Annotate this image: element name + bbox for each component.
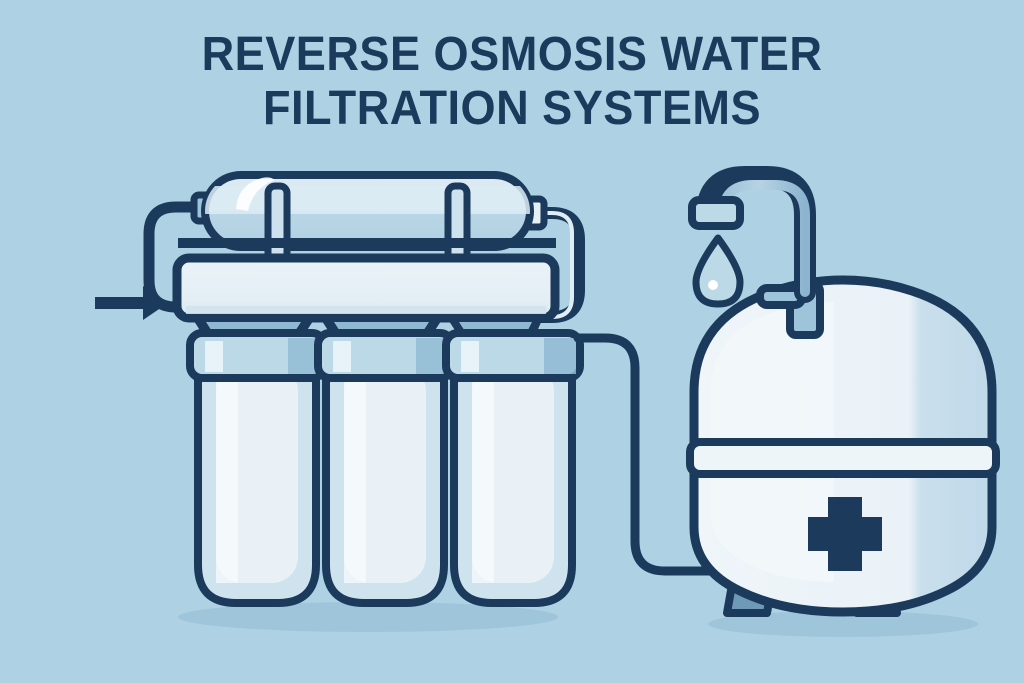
filter-canister-3[interactable] — [442, 329, 584, 607]
membrane-tube — [201, 171, 534, 251]
tank-cross-badge — [808, 497, 882, 571]
inlet-pipe — [143, 201, 202, 313]
storage-tank[interactable] — [686, 275, 1000, 617]
filter-canister-1[interactable] — [186, 329, 328, 607]
return-pipe — [528, 207, 585, 323]
faucet[interactable] — [688, 166, 816, 303]
filter-canister-2[interactable] — [314, 329, 456, 607]
water-droplet-icon — [692, 234, 744, 308]
outlet-tube — [573, 333, 720, 576]
tank-band — [686, 438, 1000, 478]
ground-shadow — [178, 602, 978, 637]
manifold-bar — [172, 253, 560, 323]
post-cross-bar — [178, 238, 556, 248]
